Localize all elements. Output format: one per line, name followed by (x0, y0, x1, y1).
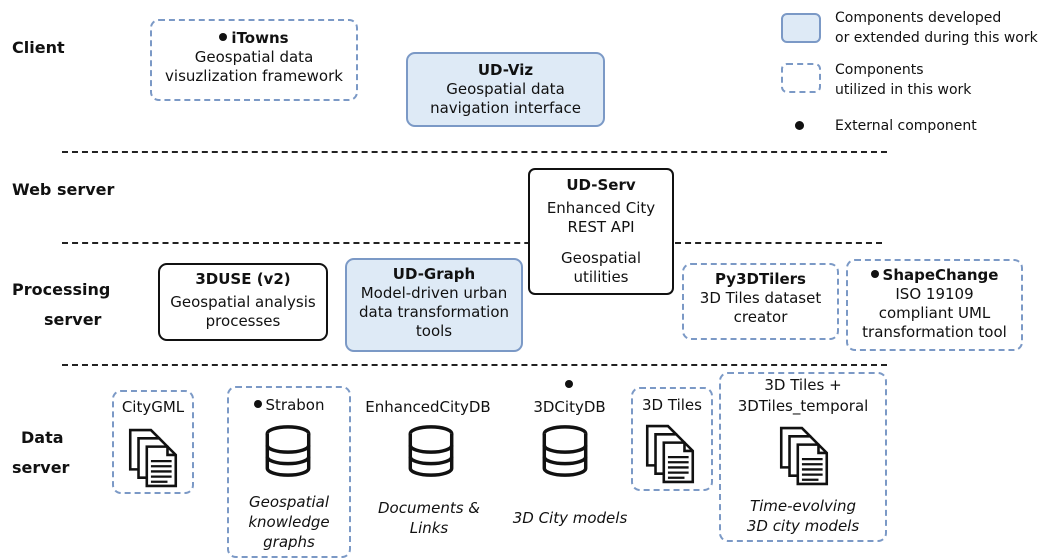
udviz-title: UD-Viz (477, 61, 534, 79)
layer-label-web-server: Web server (12, 180, 115, 199)
threeduse-title: 3DUSE (v2) (195, 270, 291, 288)
citydb-database-icon (542, 425, 588, 477)
layer-label-client: Client (12, 38, 65, 57)
layer-label-data-server: server (12, 458, 70, 477)
strabon-name: Strabon (265, 396, 325, 414)
layer-label-processing-server: server (44, 310, 102, 329)
udserv-desc-line3: Geospatial (561, 249, 641, 267)
strabon-desc-line1: Geospatial (249, 493, 329, 511)
tiles-temporal-line1: 3D Tiles + (764, 376, 842, 394)
citygml-label: CityGML (121, 398, 185, 416)
shapechange-box: ShapeChange ISO 19109 compliant UML tran… (846, 259, 1023, 351)
legend-developed-swatch (781, 13, 821, 43)
strabon-database-icon (265, 425, 311, 477)
enhancedcitydb-description: Documents & Links (358, 498, 500, 538)
udviz-desc-line2: navigation interface (430, 99, 581, 117)
legend-developed-label: Components developed or extended during … (835, 8, 1038, 48)
citydb-bullet-icon (565, 380, 573, 388)
citydb-description: 3D City models (512, 509, 628, 527)
bullet-icon (870, 269, 879, 278)
udgraph-desc-line2: data transformation (358, 303, 509, 321)
tiles-temporal-documents-icon (779, 426, 829, 486)
strabon-description: Geospatial knowledge graphs (227, 492, 351, 552)
strabon-label: Strabon (227, 396, 351, 414)
udserv-desc-line1: Enhanced City (546, 199, 656, 217)
tiles-temporal-line2: 3DTiles_temporal (737, 397, 869, 415)
enhancedcitydb-desc-line2: Links (409, 519, 449, 537)
itowns-title: iTowns (231, 29, 289, 47)
separator-client-web (62, 151, 887, 153)
legend-utilized-line2: utilized in this work (835, 82, 972, 98)
legend-developed-line2: or extended during this work (835, 30, 1038, 46)
tiles-box (631, 387, 713, 491)
threeduse-desc-line2: processes (205, 312, 281, 330)
py3dtilers-desc-line1: 3D Tiles dataset (699, 289, 822, 307)
separator-processing-data (62, 364, 887, 366)
py3dtilers-box: Py3DTilers 3D Tiles dataset creator (682, 263, 839, 340)
udserv-desc-line4: utilities (573, 268, 629, 286)
udgraph-box: UD-Graph Model-driven urban data transfo… (345, 258, 523, 352)
legend-bullet-icon (795, 121, 804, 130)
itowns-desc-line2: visuzlization framework (165, 67, 343, 85)
tiles-documents-icon (645, 424, 695, 484)
shapechange-desc-line2: compliant UML (878, 304, 991, 322)
legend-utilized-label: Components utilized in this work (835, 60, 971, 100)
udgraph-desc-line3: tools (415, 322, 453, 340)
citygml-box (112, 390, 194, 494)
separator-web-processing (62, 242, 882, 244)
legend-developed-line1: Components developed (835, 10, 1002, 26)
bullet-icon (253, 399, 262, 408)
citygml-documents-icon (128, 428, 178, 488)
layer-label-data: Data (21, 428, 64, 447)
itowns-box: iTowns Geospatial data visuzlization fra… (150, 19, 358, 101)
udserv-title: UD-Serv (566, 176, 636, 194)
tiles-label: 3D Tiles (642, 396, 702, 414)
strabon-desc-line2: knowledge (248, 513, 330, 531)
shapechange-desc-line1: ISO 19109 (895, 285, 974, 303)
tiles-temporal-desc-line1: Time-evolving (749, 497, 857, 515)
strabon-desc-line3: graphs (263, 533, 315, 551)
enhancedcitydb-label: EnhancedCityDB (365, 398, 491, 416)
enhancedcitydb-database-icon (408, 425, 454, 477)
legend-external-label: External component (835, 118, 977, 134)
enhancedcitydb-desc-line1: Documents & (378, 499, 480, 517)
layer-label-processing: Processing (12, 280, 111, 299)
udgraph-desc-line1: Model-driven urban (360, 284, 508, 302)
tiles-temporal-box (719, 372, 887, 542)
shapechange-title: ShapeChange (882, 266, 999, 284)
legend-utilized-line1: Components (835, 62, 924, 78)
tiles-temporal-desc-line2: 3D city models (746, 517, 860, 535)
shapechange-desc-line3: transformation tool (862, 323, 1007, 341)
threeduse-box: 3DUSE (v2) Geospatial analysis processes (158, 263, 328, 341)
udviz-box: UD-Viz Geospatial data navigation interf… (406, 52, 605, 127)
udviz-desc-line1: Geospatial data (446, 80, 565, 98)
threeduse-desc-line1: Geospatial analysis (170, 293, 316, 311)
itowns-desc-line1: Geospatial data (194, 48, 314, 66)
citydb-label: 3DCityDB (533, 398, 606, 416)
tiles-temporal-label: 3D Tiles + 3DTiles_temporal (719, 375, 887, 417)
tiles-temporal-description: Time-evolving 3D city models (719, 496, 887, 536)
udserv-box: UD-Serv Enhanced City REST API Geospatia… (528, 168, 674, 295)
legend-utilized-swatch (781, 63, 821, 93)
udserv-desc-line2: REST API (567, 218, 635, 236)
py3dtilers-desc-line2: creator (733, 308, 788, 326)
bullet-icon (219, 32, 228, 41)
strabon-box (227, 386, 351, 558)
udgraph-title: UD-Graph (392, 265, 476, 283)
py3dtilers-title: Py3DTilers (715, 270, 806, 288)
